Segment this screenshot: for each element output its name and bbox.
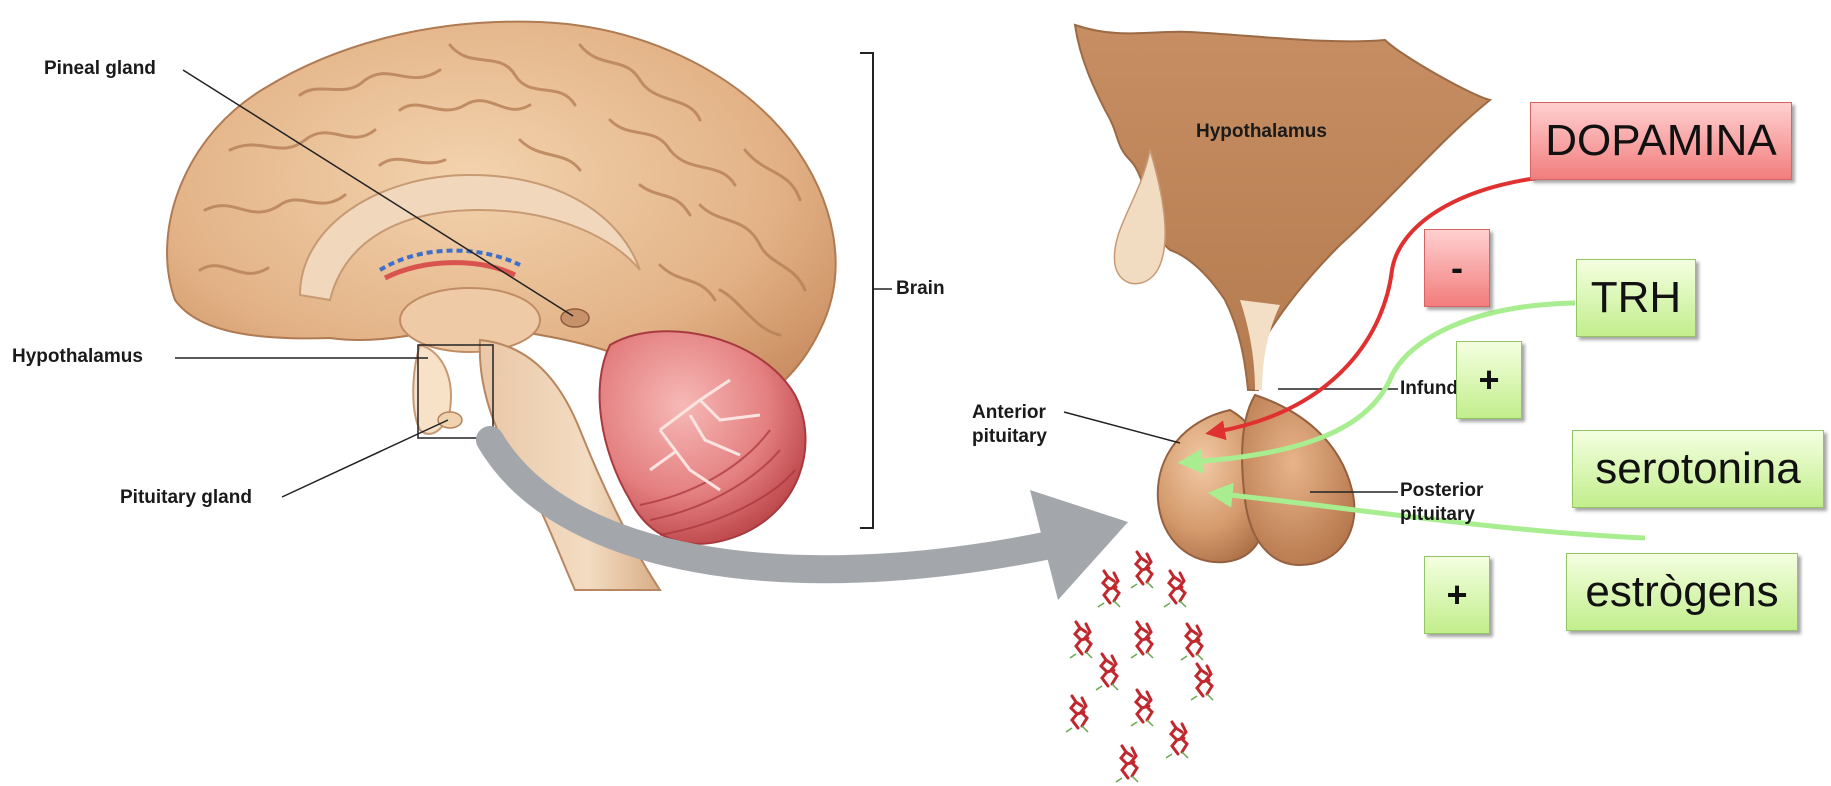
label-hypothalamus-right: Hypothalamus	[1196, 121, 1327, 143]
hormone-molecule-icon	[1066, 696, 1088, 732]
hormone-molecule-icon	[1164, 571, 1186, 607]
label-hypothalamus-left: Hypothalamus	[12, 346, 143, 368]
label-anterior-line1: Anterior	[972, 402, 1046, 424]
label-brain: Brain	[896, 278, 945, 300]
label-posterior-line1: Posterior	[1400, 480, 1483, 502]
estrogen-box: estrògens	[1566, 553, 1798, 631]
label-anterior-line2: pituitary	[972, 426, 1047, 448]
hormone-molecule-icon	[1070, 622, 1092, 658]
trh-box: TRH	[1576, 259, 1696, 337]
label-posterior-line2: pituitary	[1400, 504, 1475, 526]
released-hormones	[1066, 552, 1213, 782]
hormone-molecule-icon	[1131, 690, 1153, 726]
brain-bracket	[860, 53, 873, 528]
hormone-molecule-icon	[1166, 722, 1188, 758]
hormone-molecule-icon	[1181, 624, 1203, 660]
serotonin-box: serotonina	[1572, 430, 1824, 508]
estrogen-plus-box: +	[1424, 556, 1490, 634]
hormone-molecule-icon	[1131, 622, 1153, 658]
hormone-molecule-icon	[1191, 664, 1213, 700]
anterior-leader	[1064, 412, 1180, 443]
pituitary-leader	[282, 420, 448, 497]
dopamine-box: DOPAMINA	[1530, 102, 1792, 180]
hormone-molecule-icon	[1098, 571, 1120, 607]
hormone-molecule-icon	[1096, 654, 1118, 690]
trh-plus-box: +	[1456, 341, 1522, 419]
pituitary-small	[438, 412, 462, 428]
thalamus	[400, 288, 540, 352]
label-pituitary-gland: Pituitary gland	[120, 487, 252, 509]
inhibit-sign-box: -	[1424, 229, 1490, 307]
label-pineal-gland: Pineal gland	[44, 58, 156, 80]
hormone-molecule-icon	[1131, 552, 1153, 588]
hormone-molecule-icon	[1116, 746, 1138, 782]
